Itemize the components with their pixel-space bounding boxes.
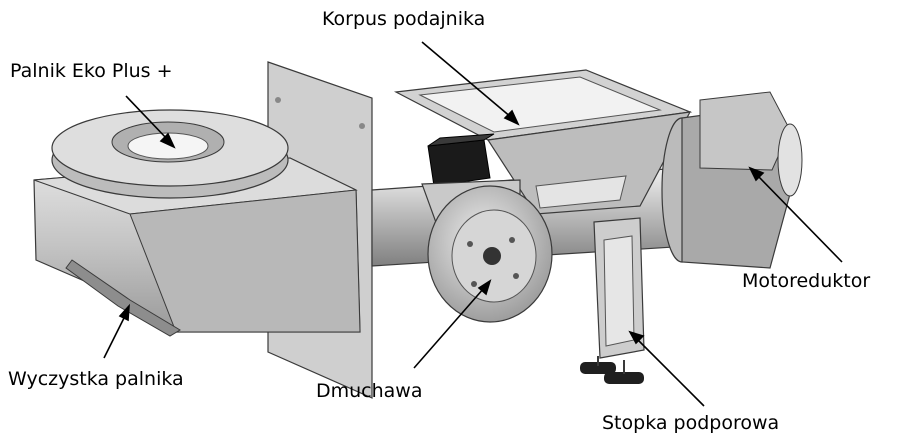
- blower: [421, 179, 553, 323]
- arrowhead-wyczystka: [118, 303, 130, 322]
- label-korpus-podajnika: Korpus podajnika: [322, 8, 486, 30]
- label-wyczystka-palnika: Wyczystka palnika: [8, 368, 184, 390]
- arrowhead-korpus: [503, 109, 520, 126]
- label-palnik: Palnik Eko Plus +: [10, 60, 173, 82]
- label-dmuchawa: Dmuchawa: [316, 380, 423, 402]
- arrow-stopka: [635, 337, 705, 407]
- burner-ring: [51, 109, 289, 199]
- annotation-arrows: [103, 41, 843, 407]
- support-leg: [580, 217, 645, 384]
- blower-motor-box: [427, 133, 495, 187]
- gear-motor: [661, 91, 803, 269]
- label-stopka-podporowa: Stopka podporowa: [602, 412, 780, 434]
- label-motoreduktor: Motoreduktor: [742, 270, 871, 292]
- arrow-palnik: [125, 95, 169, 141]
- arrowhead-palnik: [159, 132, 176, 149]
- arrowhead-stopka: [628, 330, 645, 345]
- arrow-motoreduktor: [755, 173, 843, 263]
- arrow-wyczystka: [103, 313, 127, 359]
- arrowhead-dmuchawa: [477, 279, 492, 296]
- arrowhead-motoreduktor: [748, 166, 765, 182]
- arrow-dmuchawa: [413, 287, 485, 369]
- arrow-korpus: [421, 41, 513, 119]
